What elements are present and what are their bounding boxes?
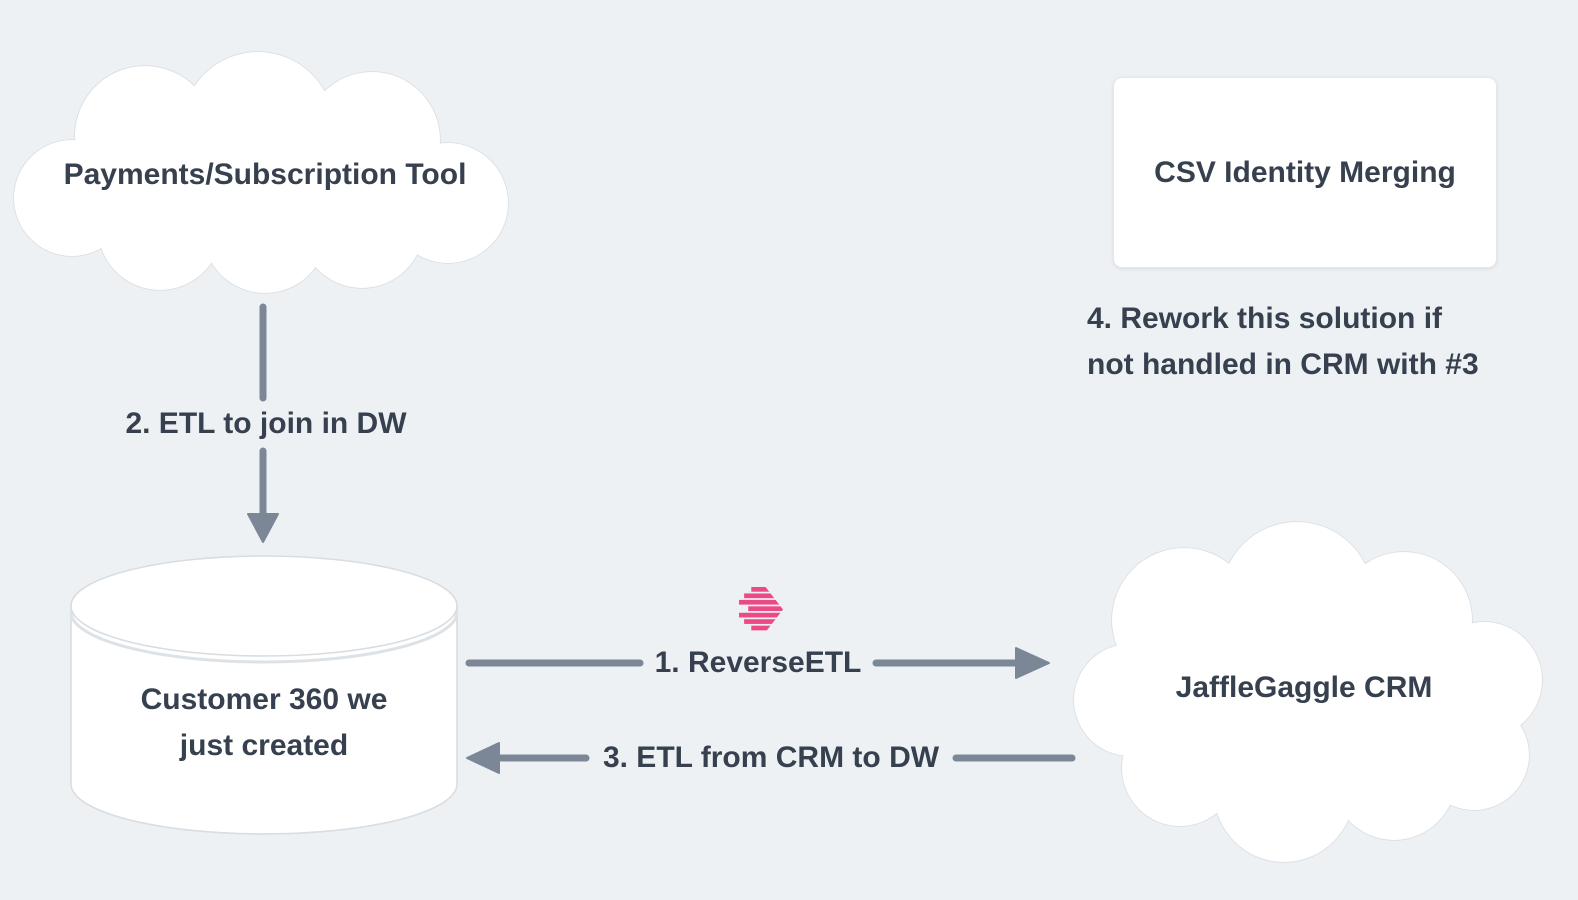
- warehouse-label-line1: Customer 360 we: [140, 683, 388, 716]
- arrowhead-left-icon: [466, 742, 500, 774]
- etl-from-crm-label: 3. ETL from CRM to DW: [566, 735, 976, 781]
- warehouse-cylinder-shape: [69, 555, 459, 835]
- rework-note: 4. Rework this solution if not handled i…: [1087, 296, 1479, 388]
- csv-identity-merging-box: CSV Identity Merging: [1113, 77, 1497, 268]
- etl-join-label: 2. ETL to join in DW: [66, 401, 466, 447]
- payments-cloud-label: Payments/Subscription Tool: [63, 158, 467, 191]
- rework-note-line1: 4. Rework this solution if: [1087, 302, 1443, 335]
- csv-box-label: CSV Identity Merging: [1154, 155, 1456, 189]
- arrowhead-down-icon: [247, 513, 279, 543]
- hightouch-logo-icon: [739, 587, 783, 631]
- warehouse-label: Customer 360 we just created: [114, 677, 414, 769]
- warehouse-label-line2: just created: [179, 729, 349, 762]
- reverse-etl-arrow: [465, 647, 1050, 679]
- etl-from-crm-arrow: [466, 742, 1076, 774]
- rework-note-line2: not handled in CRM with #3: [1087, 348, 1479, 381]
- crm-cloud-label: JaffleGaggle CRM: [1175, 671, 1433, 704]
- reverse-etl-label: 1. ReverseETL: [613, 640, 903, 686]
- etl-join-arrow: [247, 303, 279, 543]
- arrowhead-right-icon: [1015, 647, 1050, 679]
